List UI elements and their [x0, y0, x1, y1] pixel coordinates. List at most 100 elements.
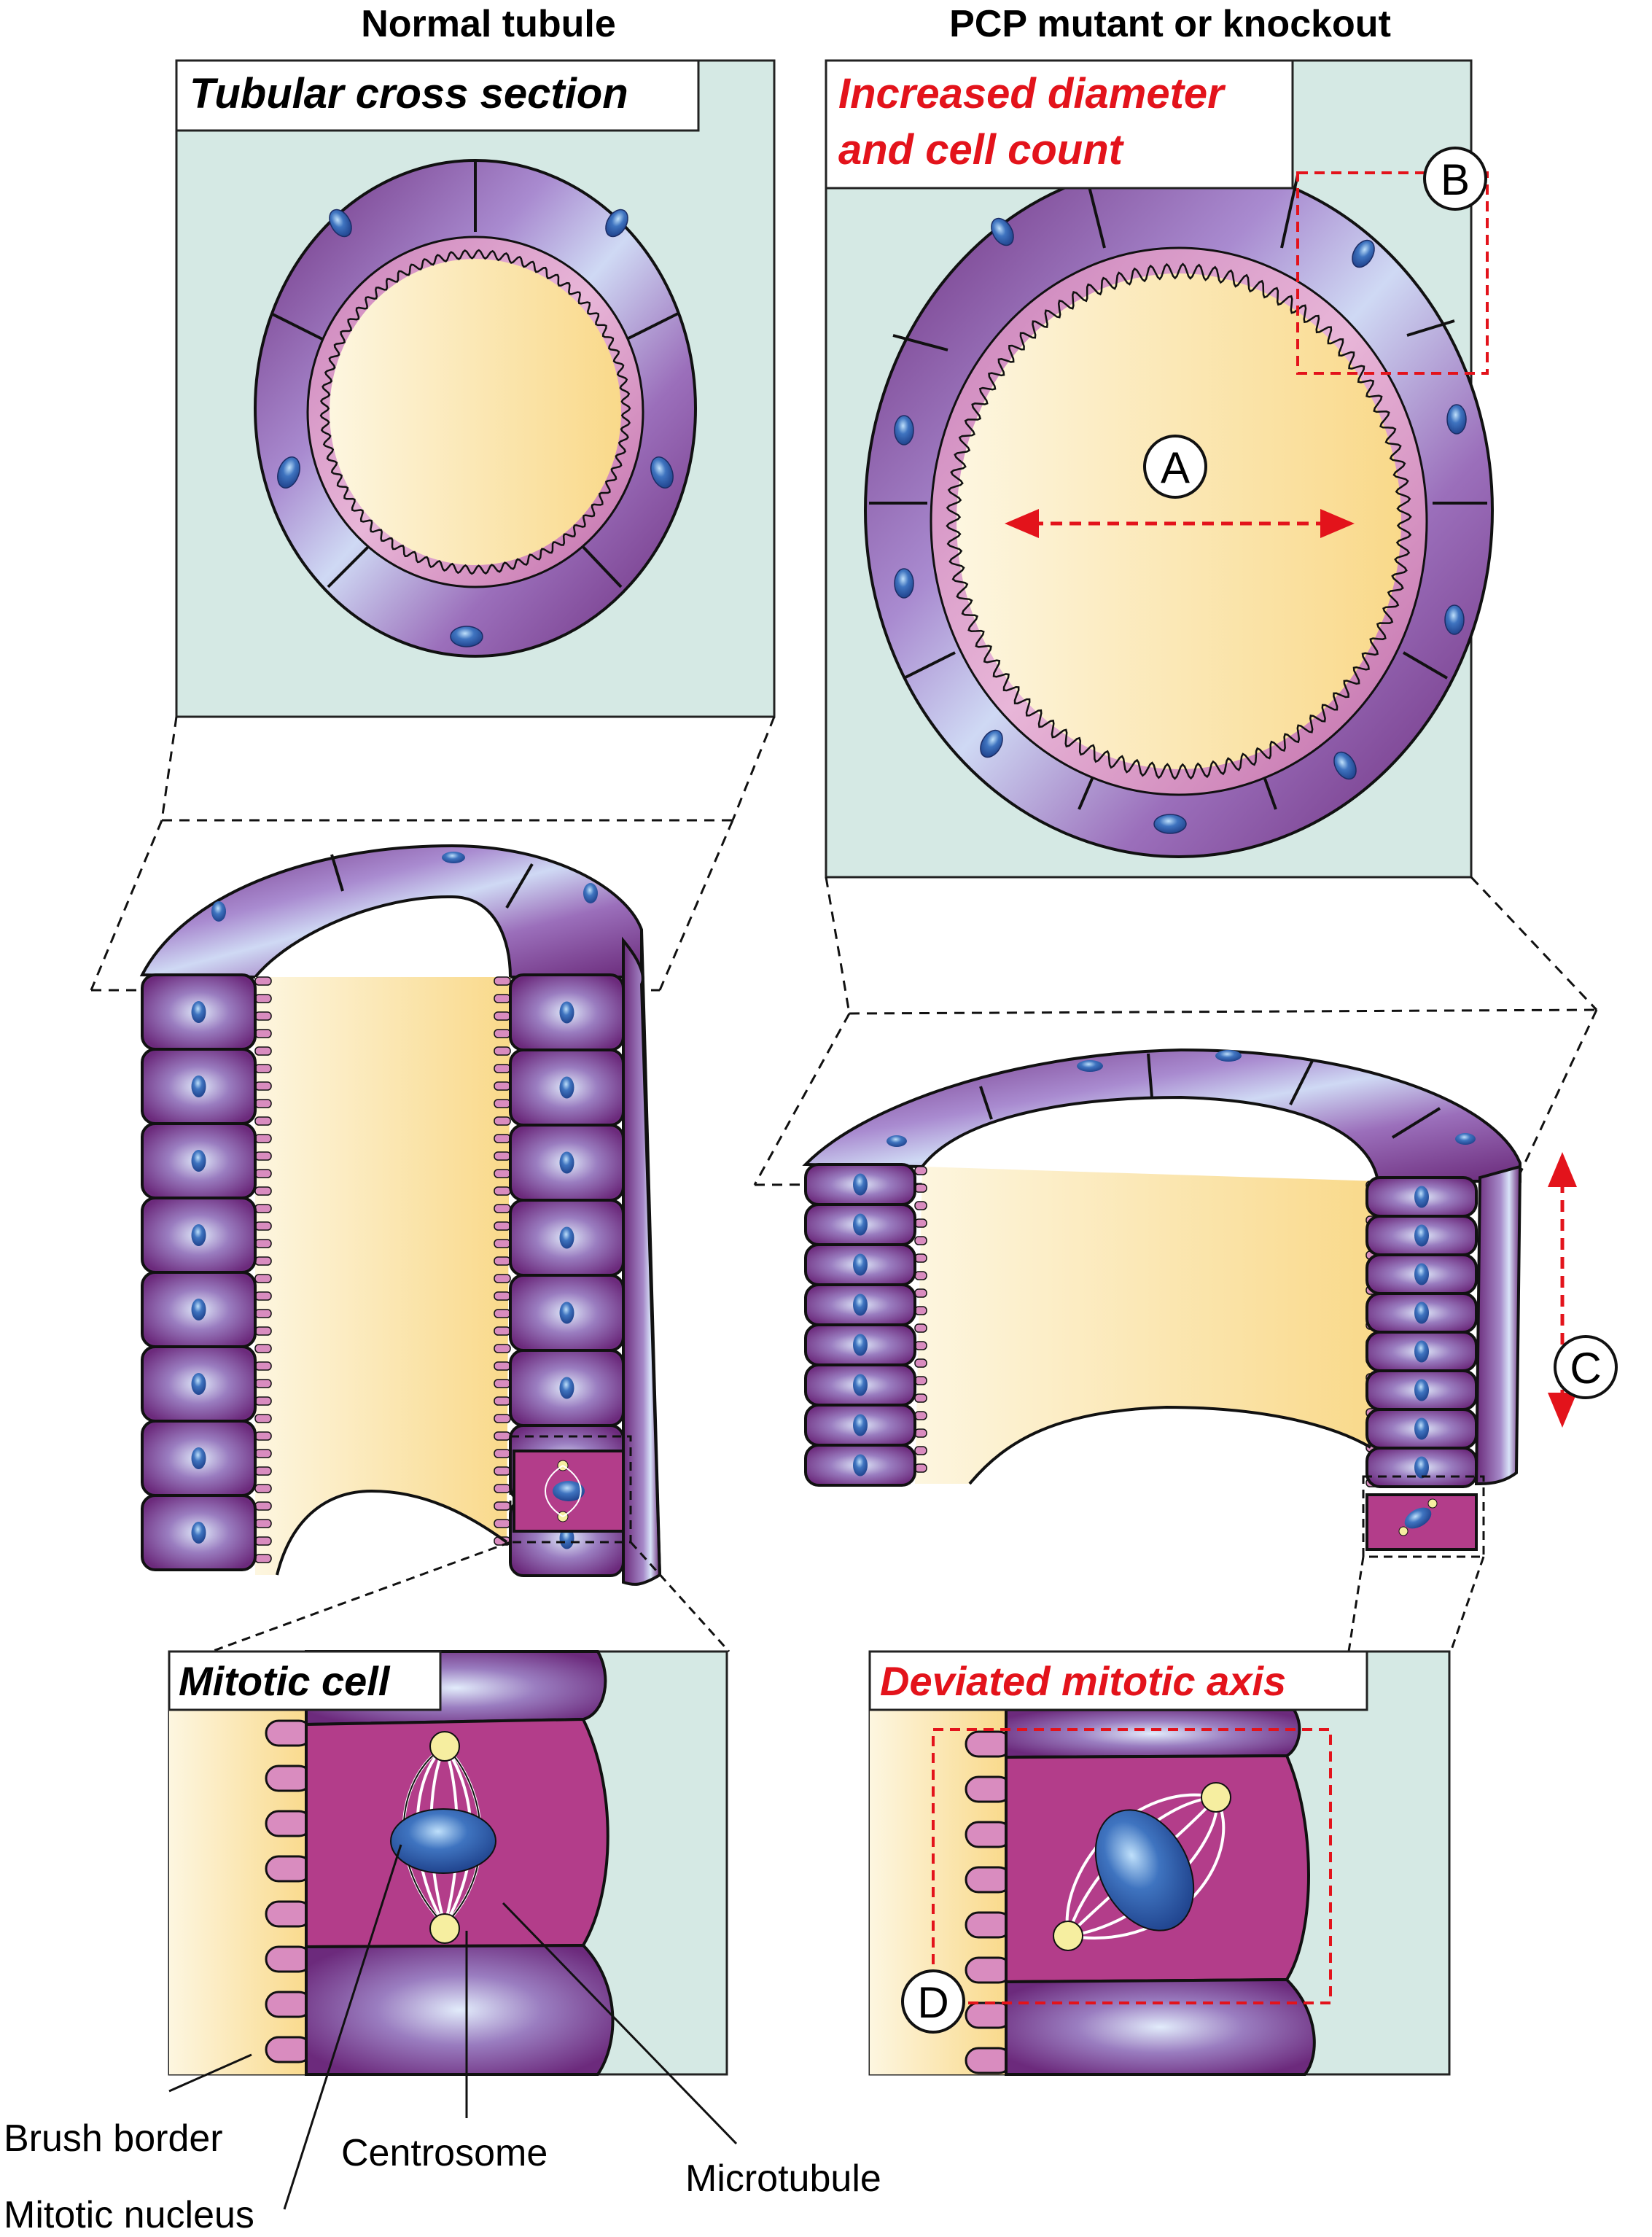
microvillus — [494, 1239, 511, 1248]
cell-nucleus — [853, 1374, 868, 1396]
mutant-title-line1: Increased diameter — [838, 70, 1226, 117]
normal-nuclei — [277, 209, 674, 647]
microvillus — [914, 1358, 927, 1368]
cell-nucleus — [853, 1293, 868, 1316]
mitotic-cell-panel: Mitotic cell — [168, 1650, 728, 2076]
mitotic-title: Mitotic cell — [179, 1658, 391, 1704]
microvillus — [965, 1775, 1013, 1803]
microvillus — [254, 1239, 272, 1248]
cell-nucleus — [853, 1454, 868, 1477]
microvillus — [254, 1484, 272, 1493]
microvillus — [254, 1501, 272, 1511]
marker-c: C — [1570, 1344, 1601, 1393]
microvillus — [494, 1396, 511, 1406]
microvillus — [254, 1274, 272, 1283]
microvillus — [254, 1396, 272, 1406]
microvillus — [914, 1411, 927, 1420]
cell-nucleus — [1414, 1379, 1429, 1401]
microvillus — [254, 1431, 272, 1441]
microvillus — [254, 1169, 272, 1178]
cell-nucleus — [559, 1377, 574, 1399]
microvillus — [494, 1011, 511, 1021]
normal-tube-mitotic-cell — [513, 1450, 625, 1533]
microvillus — [914, 1288, 927, 1298]
cell-nucleus — [191, 1224, 206, 1246]
microvillus — [254, 1291, 272, 1301]
microvillus — [265, 1900, 313, 1928]
microvillus — [254, 1326, 272, 1336]
microvillus — [965, 2001, 1013, 2029]
microvillus — [494, 1431, 511, 1441]
microvillus — [914, 1323, 927, 1333]
microvillus — [254, 1029, 272, 1038]
mutant-cross-section-panel: Increased diameter and cell count A B — [825, 59, 1494, 879]
centrosome-label: Centrosome — [341, 2132, 548, 2174]
microvillus — [254, 1116, 272, 1126]
microvillus — [914, 1166, 927, 1175]
microvillus — [254, 1309, 272, 1318]
marker-a: A — [1161, 443, 1190, 492]
microvillus — [965, 1866, 1013, 1894]
microvillus — [254, 976, 272, 986]
cell-nucleus — [559, 1302, 574, 1324]
microvillus — [494, 1151, 511, 1161]
microvillus — [265, 1719, 313, 1747]
microvillus — [254, 1344, 272, 1353]
microvillus — [254, 994, 272, 1003]
microvillus — [494, 1099, 511, 1108]
microvillus — [965, 2047, 1013, 2074]
mutant-tube-mitotic-cell — [1365, 1493, 1478, 1551]
microvillus — [494, 1081, 511, 1091]
mutant-brush-border — [946, 262, 1412, 780]
microvillus — [265, 1855, 313, 1883]
microvillus — [254, 1414, 272, 1423]
cell-nucleus — [1414, 1263, 1429, 1285]
normal-cross-section-panel: Tubular cross section — [175, 59, 776, 718]
marker-d: D — [917, 1978, 948, 2027]
mutant-tube-3d: C — [802, 1048, 1618, 1488]
cell-nucleus — [191, 1001, 206, 1023]
microvillus — [494, 1221, 511, 1231]
cell-nucleus — [1414, 1340, 1429, 1363]
deviated-centrosome-top — [1201, 1782, 1231, 1813]
cell-nucleus — [191, 1522, 206, 1544]
zoom-boxes — [211, 1435, 1485, 1653]
microvillus — [254, 1536, 272, 1546]
microvillus — [914, 1253, 927, 1263]
microvillus — [965, 1730, 1013, 1758]
marker-c-circle — [1554, 1335, 1618, 1399]
microvillus — [494, 1309, 511, 1318]
marker-a-circle — [1143, 435, 1207, 499]
microvillus — [914, 1306, 927, 1315]
height-arrow — [1548, 1152, 1577, 1428]
cell-nucleus — [559, 1076, 574, 1099]
cell-nucleus — [1414, 1224, 1429, 1247]
microvillus — [254, 1449, 272, 1458]
left-header: Normal tubule — [361, 3, 616, 45]
marker-b-circle — [1423, 147, 1487, 211]
microvillus — [965, 1911, 1013, 1939]
cell-nucleus — [853, 1414, 868, 1436]
cell-nucleus — [191, 1447, 206, 1469]
microvillus — [494, 1519, 511, 1528]
microvillus — [254, 1064, 272, 1073]
microvillus — [494, 1116, 511, 1126]
microvillus — [254, 1554, 272, 1563]
microvillus — [914, 1218, 927, 1228]
deviated-nucleus — [1094, 1809, 1195, 1931]
cell-nucleus — [1414, 1456, 1429, 1479]
right-header: PCP mutant or knockout — [949, 3, 1391, 45]
microvillus — [494, 1466, 511, 1476]
cell-nucleus — [853, 1213, 868, 1236]
microvillus — [914, 1446, 927, 1455]
microvillus — [494, 1256, 511, 1266]
microvillus — [254, 1204, 272, 1213]
cell-nucleus — [191, 1373, 206, 1395]
callout-lines — [168, 1844, 738, 2210]
microvillus — [494, 1064, 511, 1073]
microvillus — [494, 1344, 511, 1353]
microvillus — [494, 1379, 511, 1388]
microvillus — [254, 1151, 272, 1161]
mutant-nuclei — [894, 217, 1467, 834]
cell-nucleus — [853, 1173, 868, 1196]
